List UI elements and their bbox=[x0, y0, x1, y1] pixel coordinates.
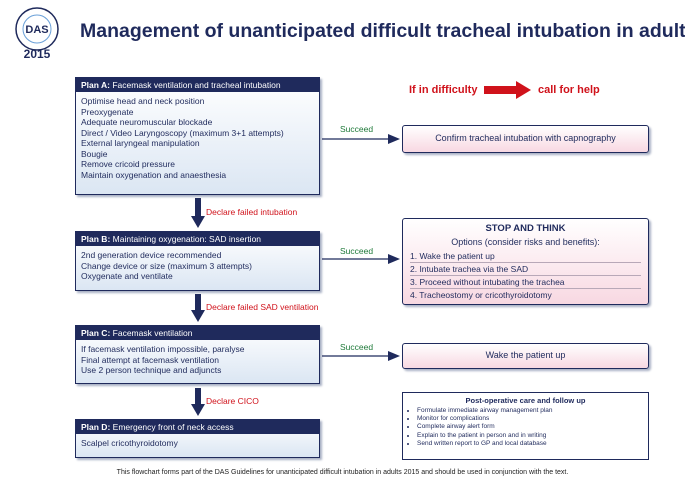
plan-d-header: Plan D: Emergency front of neck access bbox=[76, 420, 319, 434]
plan-d-box: Plan D: Emergency front of neck access S… bbox=[75, 419, 320, 458]
page-title: Management of unanticipated difficult tr… bbox=[80, 20, 685, 42]
das-logo: DAS bbox=[14, 6, 60, 52]
option-item: 3. Proceed without intubating the trache… bbox=[410, 277, 565, 287]
succeed-arrow-icon bbox=[322, 351, 400, 361]
outcome-confirm-box: Confirm tracheal intubation with capnogr… bbox=[402, 125, 649, 153]
postop-item: Monitor for complications bbox=[417, 415, 648, 423]
logo-year: 2015 bbox=[23, 47, 51, 61]
help-text-right: call for help bbox=[538, 84, 600, 96]
plan-b-item: Oxygenate and ventilate bbox=[81, 271, 173, 281]
help-arrow-icon bbox=[484, 81, 531, 99]
succeed-arrow-icon bbox=[322, 254, 400, 264]
declare-cico: Declare CICO bbox=[206, 396, 259, 406]
succeed-label-c: Succeed bbox=[340, 342, 374, 352]
plan-a-header: Plan A: Facemask ventilation and trachea… bbox=[76, 78, 319, 92]
option-item: 4. Tracheostomy or cricothyroidotomy bbox=[410, 290, 552, 300]
plan-a-item: Adequate neuromuscular blockade bbox=[81, 117, 213, 127]
postop-title: Post-operative care and follow up bbox=[465, 396, 586, 405]
plan-c-item: Final attempt at facemask ventilation bbox=[81, 354, 219, 365]
succeed-label-b: Succeed bbox=[340, 246, 374, 256]
footer-note: This flowchart forms part of the DAS Gui… bbox=[116, 469, 569, 476]
outcome-wake-text: Wake the patient up bbox=[485, 350, 566, 360]
plan-a-box: Plan A: Facemask ventilation and trachea… bbox=[75, 77, 320, 195]
stop-and-think-title: STOP AND THINK bbox=[485, 223, 566, 234]
option-item: 2. Intubate trachea via the SAD bbox=[410, 264, 529, 274]
down-arrow-icon bbox=[191, 294, 205, 322]
outcome-confirm-text: Confirm tracheal intubation with capnogr… bbox=[435, 133, 616, 143]
plan-b-header: Plan B: Maintaining oxygenation: SAD ins… bbox=[76, 232, 319, 246]
plan-d-item: Scalpel cricothyroidotomy bbox=[81, 438, 178, 448]
plan-c-header: Plan C: Facemask ventilation bbox=[76, 326, 319, 340]
postop-item: Formulate immediate airway management pl… bbox=[417, 407, 648, 415]
plan-c-box: Plan C: Facemask ventilation If facemask… bbox=[75, 325, 320, 384]
postop-item: Complete airway alert form bbox=[417, 423, 648, 431]
postop-item: Explain to the patient in person and in … bbox=[417, 432, 648, 440]
plan-b-item: 2nd generation device recommended bbox=[81, 250, 222, 260]
down-arrow-icon bbox=[191, 388, 205, 416]
plan-a-item: Bougie bbox=[81, 148, 108, 159]
plan-a-item: Preoxygenate bbox=[81, 106, 134, 117]
plan-a-item: Remove cricoid pressure bbox=[81, 159, 176, 169]
option-item: 1. Wake the patient up bbox=[410, 251, 495, 261]
succeed-arrow-icon bbox=[322, 134, 400, 144]
plan-b-item: Change device or size (maximum 3 attempt… bbox=[81, 260, 253, 271]
postop-box: Post-operative care and follow up Formul… bbox=[402, 392, 649, 460]
logo-letters: DAS bbox=[25, 24, 48, 36]
plan-b-box: Plan B: Maintaining oxygenation: SAD ins… bbox=[75, 231, 320, 291]
plan-c-item: Use 2 person technique and adjuncts bbox=[81, 365, 222, 375]
succeed-label-a: Succeed bbox=[340, 124, 374, 134]
plan-a-item: Direct / Video Laryngoscopy (maximum 3+1… bbox=[81, 127, 284, 138]
help-text-left: If in difficulty bbox=[409, 84, 478, 96]
plan-a-item: Optimise head and neck position bbox=[81, 96, 205, 106]
stop-and-think-box: STOP AND THINK Options (consider risks a… bbox=[402, 218, 649, 305]
down-arrow-icon bbox=[191, 198, 205, 228]
postop-item: Send written report to GP and local data… bbox=[417, 440, 648, 448]
plan-a-item: External laryngeal manipulation bbox=[81, 138, 200, 148]
plan-c-item: If facemask ventilation impossible, para… bbox=[81, 344, 245, 354]
declare-failed-intubation: Declare failed intubation bbox=[206, 207, 298, 217]
stop-and-think-subtitle: Options (consider risks and benefits): bbox=[451, 237, 600, 247]
outcome-wake-box: Wake the patient up bbox=[402, 343, 649, 369]
plan-a-item: Maintain oxygenation and anaesthesia bbox=[81, 169, 227, 180]
declare-failed-sad: Declare failed SAD ventilation bbox=[206, 302, 319, 312]
